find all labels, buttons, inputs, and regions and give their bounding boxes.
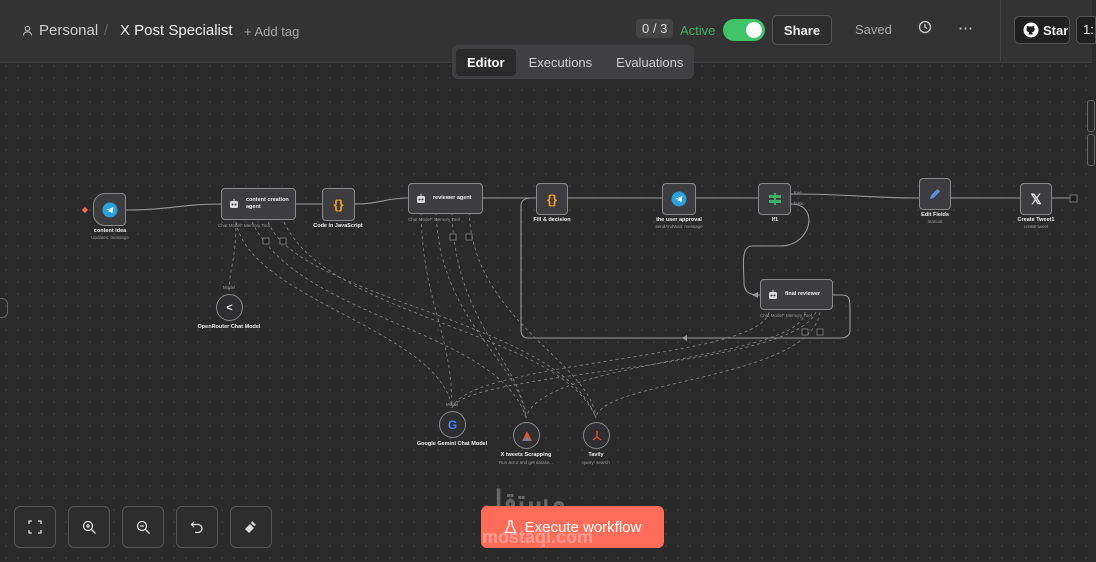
view-tabs: Editor Executions Evaluations: [452, 45, 694, 79]
github-icon: [1023, 22, 1039, 38]
robot-icon: [230, 198, 238, 208]
node-subtitle: Updates: message: [91, 235, 129, 240]
node-subtitle: sendAndWait: message: [655, 224, 703, 229]
node-label: Google Gemini Chat Model: [416, 441, 488, 447]
undo-button[interactable]: [176, 506, 218, 548]
if-false-label: false: [794, 201, 804, 206]
node-content-idea[interactable]: [93, 193, 126, 226]
node-create-tweet[interactable]: 𝕏: [1020, 183, 1052, 215]
left-panel-handle[interactable]: [0, 298, 8, 318]
node-content-creation-agent[interactable]: content creation agent: [221, 188, 296, 220]
node-subtitle: create:tweet: [1023, 224, 1049, 229]
zoom-in-button[interactable]: [68, 506, 110, 548]
node-label: Edit Fields: [921, 212, 949, 218]
if-true-label: true: [794, 190, 802, 195]
if-branch-icon: [768, 193, 781, 205]
tavily-icon: [592, 430, 601, 441]
node-label: Create Tweet1: [1017, 217, 1055, 223]
node-google-gemini-chat-model[interactable]: G: [439, 411, 466, 438]
node-label: content creation agent: [246, 197, 289, 210]
more-options-icon[interactable]: ⋯: [958, 20, 973, 37]
breadcrumb-project[interactable]: Personal: [22, 22, 98, 39]
node-label: Code in JavaScript: [313, 223, 363, 229]
node-ports: Chat Model* Memory Tool: [408, 217, 460, 222]
node-label: the user approval: [656, 217, 702, 223]
pencil-icon: [930, 189, 940, 199]
node-edit-fields[interactable]: [919, 178, 951, 210]
project-name: Personal: [39, 22, 99, 39]
node-final-reviewer[interactable]: final reviewer: [760, 279, 833, 310]
fit-view-icon: [28, 520, 42, 534]
robot-icon: [417, 193, 425, 203]
node-label: If1: [771, 217, 779, 223]
flask-icon: [504, 520, 517, 534]
node-subtitle: Run actor and get datase...: [498, 460, 554, 465]
node-subtitle: manual: [927, 219, 943, 224]
add-tag-button[interactable]: + Add tag: [244, 24, 300, 39]
user-icon: [22, 25, 33, 36]
broom-icon: [245, 521, 256, 533]
workflow-connections: [82, 193, 1078, 419]
execute-workflow-button[interactable]: Execute workflow: [481, 506, 664, 548]
node-label: final reviewer: [785, 291, 821, 298]
star-label: Star: [1043, 22, 1069, 38]
zoom-out-icon: [136, 520, 150, 534]
node-if1[interactable]: [758, 183, 791, 215]
telegram-icon: [671, 191, 687, 207]
braces-icon: {}: [333, 197, 344, 212]
node-ports: Chat Model* Memory Tool: [218, 223, 270, 228]
tidy-up-button[interactable]: [230, 506, 272, 548]
node-label: reviewer agent: [433, 195, 472, 202]
node-label: X tweets Scrapping: [500, 452, 552, 458]
tab-executions[interactable]: Executions: [528, 54, 593, 70]
right-panel-handle[interactable]: [1087, 100, 1095, 132]
right-panel-handle-2[interactable]: [1087, 134, 1095, 166]
node-subtitle: query: search: [582, 460, 610, 465]
evaluation-counter: 0 / 3: [636, 19, 674, 38]
node-openrouter-chat-model[interactable]: <: [216, 294, 243, 321]
apify-icon: [521, 430, 532, 441]
github-star-button[interactable]: Star: [1014, 16, 1070, 44]
workflow-title[interactable]: X Post Specialist: [120, 22, 233, 39]
google-icon: G: [447, 417, 458, 432]
node-user-approval[interactable]: [662, 183, 696, 215]
openrouter-icon: <: [226, 301, 233, 314]
telegram-icon: [102, 202, 117, 217]
share-button[interactable]: Share: [772, 15, 832, 45]
star-count: 1:: [1076, 16, 1096, 44]
breadcrumb-separator: /: [104, 22, 109, 39]
execute-label: Execute workflow: [524, 518, 642, 536]
fit-view-button[interactable]: [14, 506, 56, 548]
zoom-out-button[interactable]: [122, 506, 164, 548]
node-label: OpenRouter Chat Model: [197, 324, 261, 330]
header-divider: [1000, 0, 1001, 62]
model-port-label: Model: [445, 402, 459, 407]
history-icon[interactable]: [918, 20, 932, 38]
node-tavily[interactable]: [583, 422, 610, 449]
model-port-label: Model: [222, 285, 236, 290]
undo-icon: [190, 521, 203, 534]
active-toggle[interactable]: [723, 19, 765, 41]
active-label: Active: [680, 23, 716, 38]
node-reviewer-agent[interactable]: reviewer agent: [408, 183, 483, 214]
braces-icon: {}: [546, 191, 558, 207]
node-label: Tavily: [588, 452, 604, 458]
x-logo-icon: 𝕏: [1030, 190, 1042, 207]
robot-icon: [769, 289, 777, 299]
node-fill-decision[interactable]: {}: [536, 183, 568, 215]
node-ports: Chat Model* Memory Tool: [760, 313, 812, 318]
node-code-in-javascript[interactable]: {}: [322, 188, 355, 221]
node-x-tweets-scrapping[interactable]: [513, 422, 540, 449]
tab-evaluations[interactable]: Evaluations: [616, 54, 684, 70]
tab-editor[interactable]: Editor: [456, 48, 516, 76]
node-label: Fill & decision: [533, 217, 571, 223]
node-label: content idea: [93, 228, 127, 234]
saved-status: Saved: [855, 22, 892, 37]
watermark-text: mostaql.com: [482, 527, 594, 547]
zoom-in-icon: [82, 520, 96, 534]
